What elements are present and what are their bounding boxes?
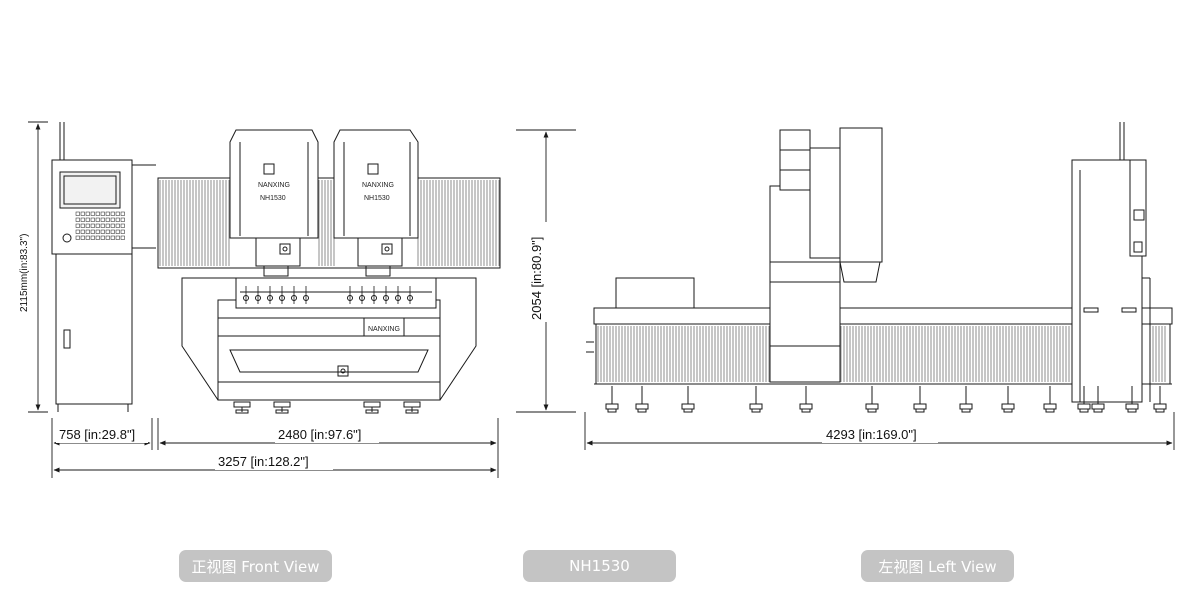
keypad	[62, 211, 125, 243]
console-width-label: 758 [in:29.8"]	[59, 427, 135, 442]
side-height-label: 2054 [in:80.9"]	[529, 237, 544, 320]
left-view-tag: 左视图 Left View	[861, 550, 1014, 582]
gantry-bellows	[157, 177, 501, 269]
head-left-nameplate: NANXING	[258, 182, 290, 189]
model-tag: NH1530	[523, 550, 676, 582]
side-spindle-column	[769, 127, 883, 383]
total-width-label: 3257 [in:128.2"]	[218, 454, 309, 469]
side-control-cabinet	[1071, 122, 1151, 403]
head-right-model: NH1530	[364, 195, 390, 202]
front-view-tag: 正视图 Front View	[179, 550, 332, 582]
machine-feet	[233, 401, 421, 414]
side-feet	[605, 386, 1167, 413]
base-logo: NANXING	[368, 326, 400, 333]
control-cabinet	[51, 122, 156, 412]
head-right-nameplate: NANXING	[362, 182, 394, 189]
machine-base: NANXING	[181, 277, 477, 401]
side-length-label: 4293 [in:169.0"]	[826, 427, 917, 442]
left-view-drawing	[586, 122, 1173, 413]
machine-width-label: 2480 [in:97.6"]	[278, 427, 361, 442]
spindle-head-left: NANXING NH1530	[229, 129, 319, 277]
spindle-head-right: NANXING NH1530	[333, 129, 419, 277]
front-height-label: 2115mm(in:83.3")	[19, 234, 30, 312]
head-left-model: NH1530	[260, 195, 286, 202]
front-view-drawing: NANXING NANXING NH1530 NANX	[51, 122, 501, 414]
